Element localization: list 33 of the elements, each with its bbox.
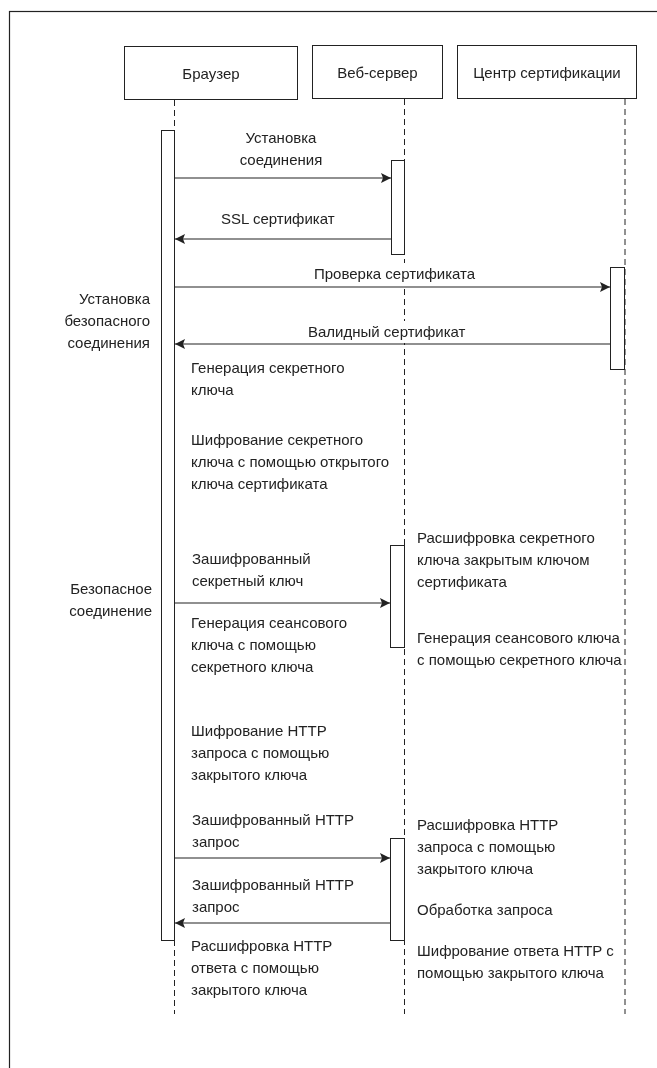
step-note: Шифрование секретного ключа с помощью открытого ключа сертификата (191, 430, 391, 494)
edge-label: Валидный сертификат (307, 321, 467, 343)
activation-bar (390, 545, 405, 648)
arrow (174, 918, 391, 928)
step-note: Расшифровка секретного ключа закрытым ключом сертификата (417, 528, 596, 592)
activation-bar (610, 267, 625, 370)
phase-label: Установка безопасного соединения (63, 289, 150, 353)
arrow (174, 234, 392, 244)
activation-bar (390, 838, 405, 941)
step-note: Расшифровка HTTP ответа с помощью закрытого ключа (191, 936, 334, 1000)
step-note: Шифрование HTTP запроса с помощью закрытого ключа (191, 721, 331, 785)
arrow (174, 173, 392, 183)
edge-label: Зашифрованный секретный ключ (191, 549, 312, 591)
edge-label: Зашифрованный HTTP запрос (191, 875, 355, 917)
phase-label: Безопасное соединение (68, 579, 152, 621)
participant-box: Центр сертификации (457, 45, 637, 99)
edge-label: Зашифрованный HTTP запрос (191, 810, 355, 852)
participant-box: Веб-сервер (312, 45, 443, 99)
step-note: Обработка запроса (417, 900, 554, 920)
edge-label: Установка соединения (238, 128, 324, 170)
arrow (174, 282, 611, 292)
arrow (174, 853, 391, 863)
activation-bar (161, 130, 175, 941)
step-note: Генерация сеансового ключа с помощью секретного ключа (417, 628, 622, 670)
arrow (174, 339, 611, 349)
arrow (174, 598, 391, 608)
step-note: Шифрование ответа HTTP с помощью закрытого ключа (417, 941, 615, 983)
participant-box: Браузер (124, 46, 298, 100)
activation-bar (391, 160, 405, 255)
edge-label: Проверка сертификата (313, 263, 477, 285)
step-note: Генерация сеансового ключа с помощью секретного ключа (191, 613, 349, 677)
step-note: Генерация секретного ключа (191, 358, 346, 400)
step-note: Расшифровка HTTP запроса с помощью закрытого ключа (417, 815, 560, 879)
